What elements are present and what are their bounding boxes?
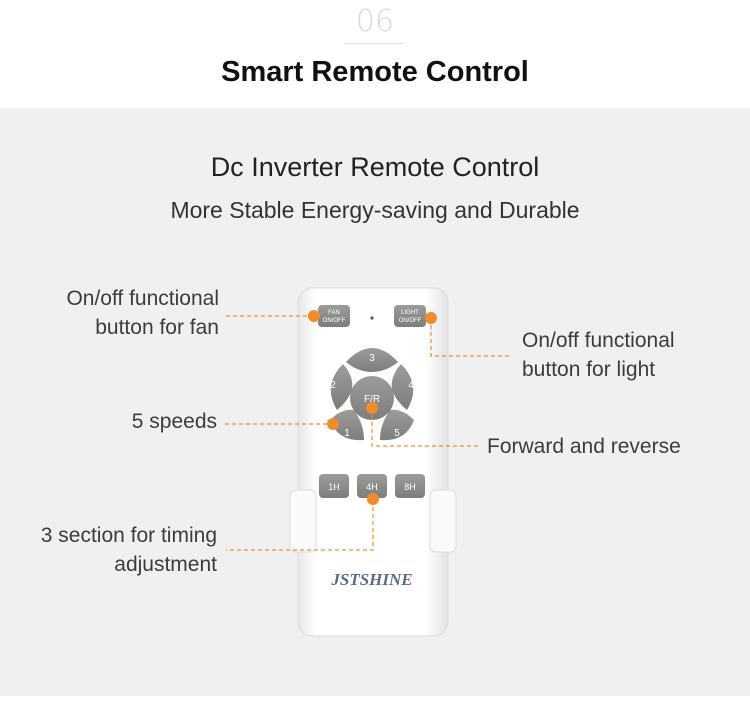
svg-text:2: 2 [330, 380, 336, 391]
bottom-strip [0, 696, 750, 709]
indicator-led [370, 316, 374, 320]
speed-button-4[interactable]: 4 [391, 364, 415, 410]
page-title: Smart Remote Control [221, 56, 529, 88]
callout-timing-label: 3 section for timing adjustment [4, 521, 217, 579]
leader-forward-reverse [371, 408, 478, 447]
section-number-rule [345, 43, 403, 44]
product-title: Dc Inverter Remote Control [210, 152, 540, 182]
light-onoff-button[interactable]: LIGHT ON/OFF [394, 305, 426, 327]
timer-button-4h[interactable]: 4H [357, 474, 387, 498]
dot-timing [367, 493, 379, 505]
forward-reverse-button[interactable]: F/R [350, 376, 394, 420]
callout-dots [308, 310, 437, 505]
leader-timing [226, 500, 374, 551]
timer-button-8h[interactable]: 8H [395, 474, 425, 498]
brand-logo: JSTSHINE [330, 570, 412, 589]
callout-light-label: On/off functional button for light [522, 326, 675, 384]
timer-button-1h[interactable]: 1H [319, 474, 349, 498]
svg-text:1H: 1H [328, 482, 340, 492]
section-number: 06 [355, 4, 395, 39]
speed-button-1[interactable]: 1 [330, 409, 364, 441]
speed-button-3[interactable]: 3 [346, 348, 398, 372]
dot-fan [308, 310, 320, 322]
fan-button-sublabel: ON/OFF [323, 318, 346, 324]
svg-text:8H: 8H [404, 482, 416, 492]
remote-clip-right [429, 489, 457, 553]
speed-button-2[interactable]: 2 [330, 364, 353, 410]
callout-fan-label: On/off functional button for fan [20, 284, 219, 342]
svg-text:1: 1 [344, 428, 350, 439]
callout-timing-line2: adjustment [114, 553, 217, 576]
dot-light [425, 312, 437, 324]
callout-forward-reverse-label: Forward and reverse [487, 435, 681, 458]
callout-speeds-label: 5 speeds [131, 410, 217, 433]
svg-text:5: 5 [394, 428, 400, 439]
svg-text:4: 4 [408, 380, 414, 391]
svg-text:3: 3 [369, 353, 375, 364]
callout-fan-line2: button for fan [95, 316, 219, 339]
dot-speeds [327, 418, 339, 430]
remote-clip-left [289, 489, 317, 553]
svg-text:F/R: F/R [364, 394, 380, 405]
fan-button-label: FAN [328, 310, 340, 316]
callout-light-line2: button for light [522, 358, 656, 381]
speed-button-5[interactable]: 5 [380, 409, 414, 441]
callout-timing-line1: 3 section for timing [40, 524, 217, 547]
callout-light-line1: On/off functional [522, 329, 675, 352]
dot-forward-reverse [366, 402, 378, 414]
product-subtitle: More Stable Energy-saving and Durable [170, 197, 580, 223]
leader-light [430, 318, 512, 357]
fan-onoff-button[interactable]: FAN ON/OFF [318, 305, 350, 327]
light-button-label: LIGHT [401, 310, 419, 316]
callout-fan-line1: On/off functional [66, 287, 219, 310]
callout-lines [225, 315, 512, 551]
page-header: 06 Smart Remote Control [0, 0, 750, 108]
light-button-sublabel: ON/OFF [399, 318, 422, 324]
svg-text:4H: 4H [366, 482, 378, 492]
